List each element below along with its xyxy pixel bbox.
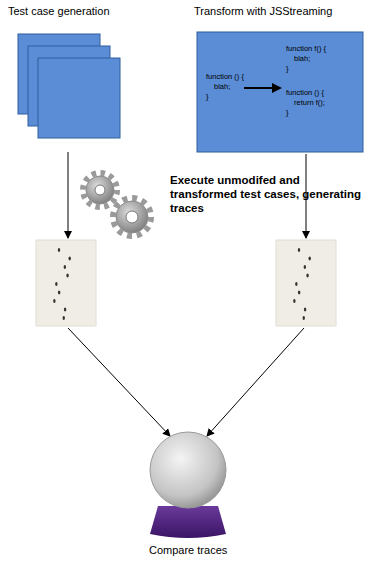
trace-sheet — [36, 240, 336, 326]
section-heading: Test case generation — [8, 5, 110, 18]
section-heading: Transform with JSStreaming — [194, 5, 332, 18]
code-line: return f(); — [294, 98, 325, 107]
footprints — [53, 248, 311, 320]
footprint — [298, 291, 300, 295]
code-line: blah; — [214, 82, 230, 91]
footprint — [55, 282, 57, 286]
footprint — [303, 316, 305, 320]
footprint — [64, 265, 66, 269]
step-note: Execute unmodifed and transformed test c… — [170, 174, 362, 215]
footprint — [63, 316, 65, 320]
footprint — [68, 257, 70, 261]
footprint — [306, 274, 308, 278]
footprint — [308, 257, 310, 261]
code-line: function () { — [286, 88, 324, 97]
footprint — [304, 308, 306, 312]
footprint — [64, 308, 66, 312]
code-line: } — [286, 108, 289, 117]
code-line: blah; — [294, 54, 310, 63]
transform-box: Transform with JSStreamingfunction () {b… — [192, 4, 366, 154]
footprint — [304, 265, 306, 269]
footprint — [66, 274, 68, 278]
gear-icon — [83, 173, 151, 236]
code-line: function f() { — [286, 44, 326, 53]
footprint — [58, 248, 60, 252]
footprint — [53, 299, 55, 303]
footprint — [58, 291, 60, 295]
caption-text: Compare traces — [149, 544, 227, 557]
test-case-stack-outline — [6, 4, 132, 154]
crystal-ball: Compare traces — [128, 426, 248, 562]
crystal-ball-outline — [128, 426, 248, 562]
code-line: } — [206, 92, 209, 101]
test-case-stack: Test case generation — [6, 4, 132, 154]
code-line: } — [286, 64, 289, 73]
footprint — [293, 299, 295, 303]
code-line: function () { — [206, 72, 244, 81]
footprint — [295, 282, 297, 286]
footprint — [298, 248, 300, 252]
